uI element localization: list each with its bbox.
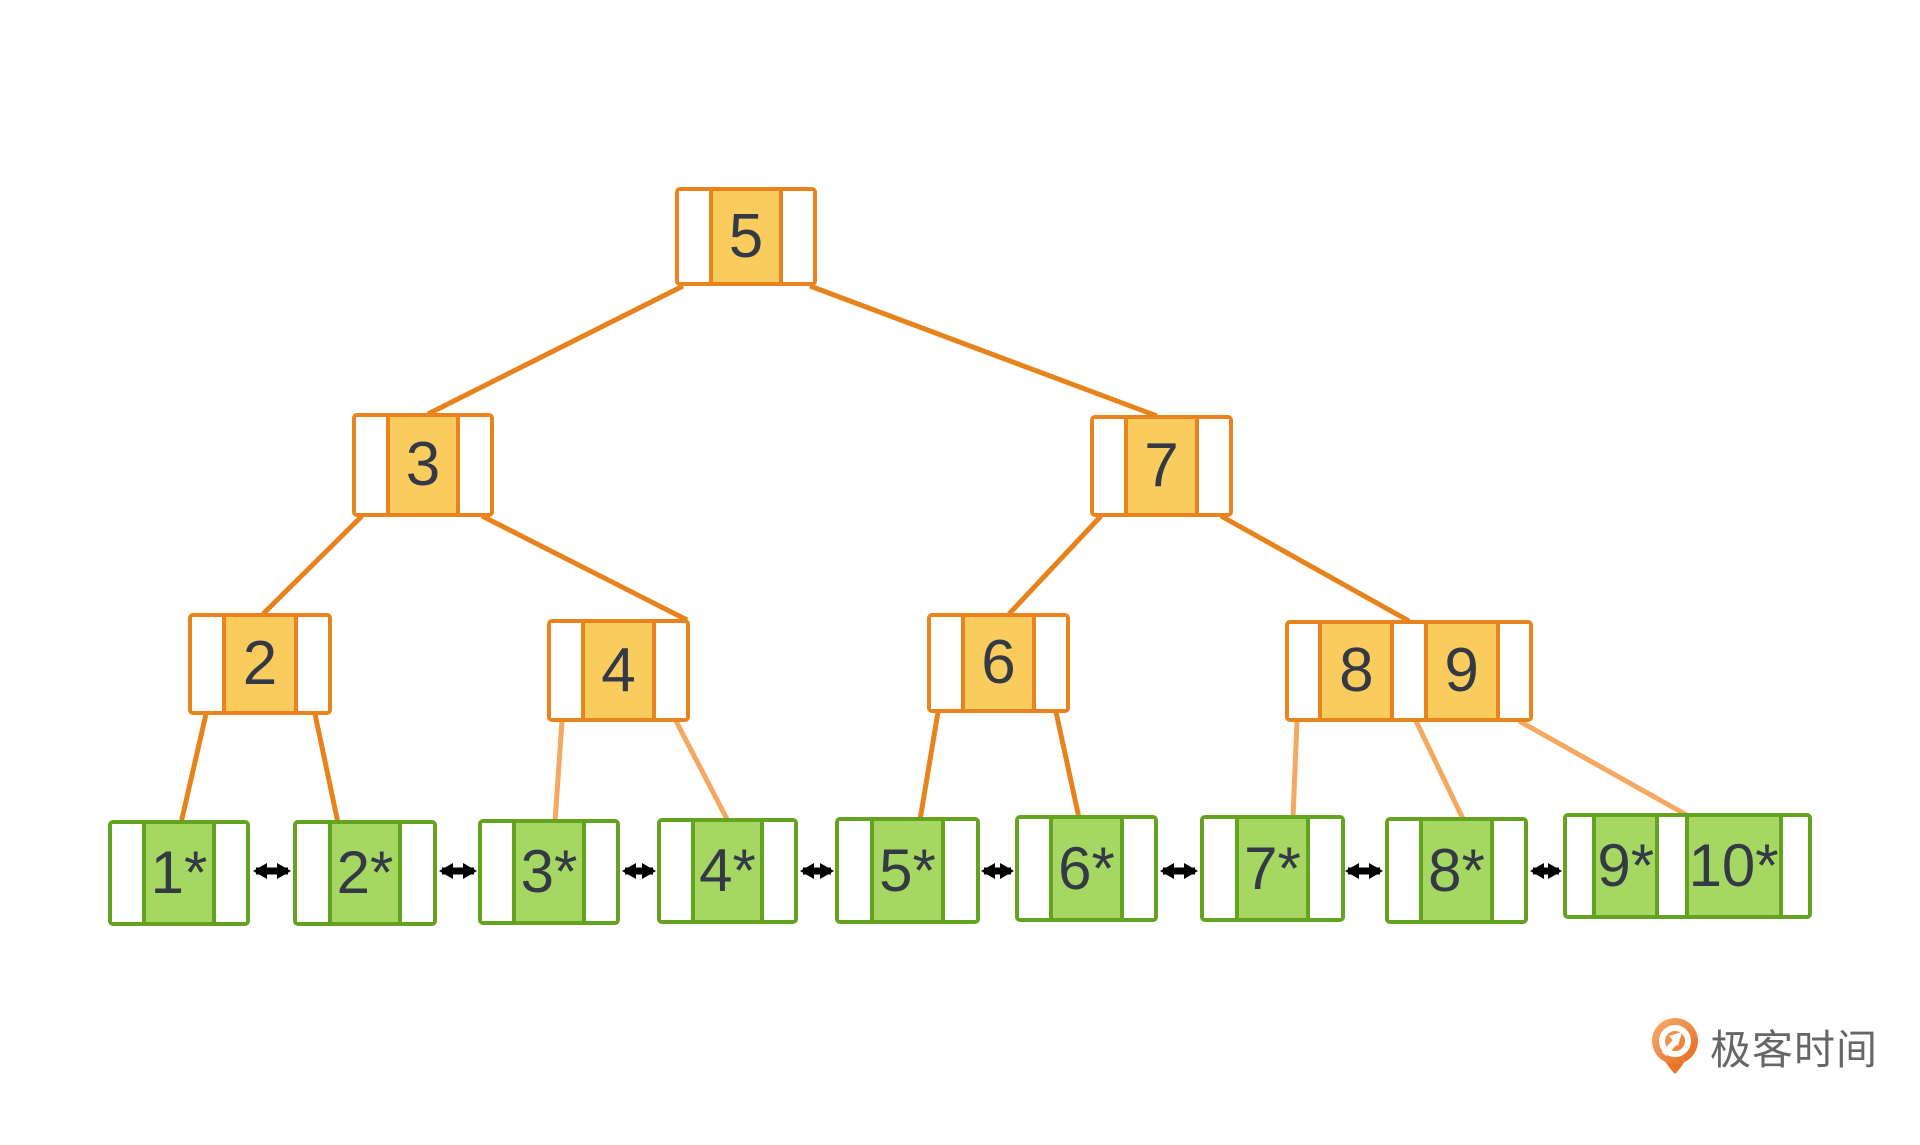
edge-2-to-leaf2 [312,713,341,824]
edge-6-to-leaf5 [917,711,941,821]
leaf-node-5: 5* [835,817,980,924]
record-cell: 1* [142,824,216,922]
pointer-cell [1499,624,1529,718]
pointer-cell [839,821,870,920]
key-cell: 8 [1318,624,1395,718]
pointer-cell [1567,817,1593,915]
key-cell: 5 [708,191,784,282]
pointer-cell [679,191,709,282]
pointer-cell [1659,817,1685,915]
record-cell: 10* [1684,817,1783,915]
leaf-node-1: 1* [108,820,250,926]
pointer-cell [1199,419,1229,513]
record-cell: 2* [327,824,403,922]
key-cell: 4 [580,623,657,718]
geektime-logo: 极客时间 [1650,1016,1878,1076]
pointer-cell [356,417,386,513]
edge-5-to-7 [809,283,1158,419]
key-cell: 9 [1423,624,1500,718]
leaf-node-9-10: 9* 10* [1563,813,1812,919]
pointer-cell [112,824,143,922]
edge-3-to-4 [480,513,689,623]
edge-7-to-89 [1219,513,1411,624]
edge-5-to-3 [426,283,685,417]
key-cell: 6 [960,617,1037,709]
geektime-pin-icon [1652,1018,1698,1074]
pointer-cell [931,617,961,709]
pointer-cell [297,617,328,711]
internal-node-4: 4 [547,619,690,722]
record-cell: 3* [512,823,586,921]
pointer-cell [215,824,246,922]
internal-node-2: 2 [188,613,332,715]
leaf-node-8: 8* [1385,817,1528,924]
leaf-node-6: 6* [1015,815,1158,922]
pointer-cell [460,417,490,513]
leaf-node-7: 7* [1200,815,1345,922]
pointer-cell [1036,617,1066,709]
internal-node-7: 7 [1090,415,1233,517]
pointer-cell [482,823,513,921]
edge-89-to-leaf7 [1290,720,1300,819]
geektime-logo-text: 极客时间 [1710,1027,1878,1073]
pointer-cell [1123,819,1154,918]
pointer-cell [1310,819,1341,918]
pointer-cell [585,823,616,921]
leaf-node-3: 3* [478,819,620,925]
pointer-cell [656,623,686,718]
record-cell: 6* [1049,819,1124,918]
pointer-cell [1094,419,1124,513]
edge-89-to-leaf8 [1413,719,1467,823]
pointer-cell [192,617,223,711]
pointer-cell [1019,819,1050,918]
pointer-cell [1782,817,1808,915]
pointer-cell [661,822,691,920]
pointer-cell [945,821,976,920]
edge-6-to-leaf6 [1053,711,1082,819]
pointer-cell [1204,819,1235,918]
edge-4-to-leaf4 [673,719,731,823]
pointer-cell [764,822,794,920]
pointer-cell [1493,821,1524,920]
pointer-cell [297,824,328,922]
pointer-cell [402,824,433,922]
edge-7-to-6 [1007,514,1103,616]
internal-node-5: 5 [675,187,817,286]
record-cell: 9* [1592,817,1660,915]
key-cell: 7 [1123,419,1200,513]
key-cell: 3 [385,417,461,513]
pointer-cell [1289,624,1319,718]
leaf-node-4: 4* [657,818,798,924]
pointer-cell [551,623,581,718]
edge-89-to-leaf910 [1517,718,1694,821]
edge-4-to-leaf3 [552,720,565,823]
pointer-cell [1389,821,1420,920]
internal-node-6: 6 [927,613,1070,713]
edge-3-to-2 [261,514,364,616]
record-cell: 8* [1419,821,1494,920]
record-cell: 4* [690,822,765,920]
record-cell: 5* [869,821,946,920]
pointer-cell [783,191,813,282]
internal-node-8-9: 8 9 [1285,620,1533,722]
pointer-cell [1394,624,1424,718]
record-cell: 7* [1234,819,1311,918]
leaf-node-2: 2* [293,820,437,926]
edge-2-to-leaf1 [178,713,209,824]
key-cell: 2 [222,617,298,711]
internal-node-3: 3 [352,413,494,517]
